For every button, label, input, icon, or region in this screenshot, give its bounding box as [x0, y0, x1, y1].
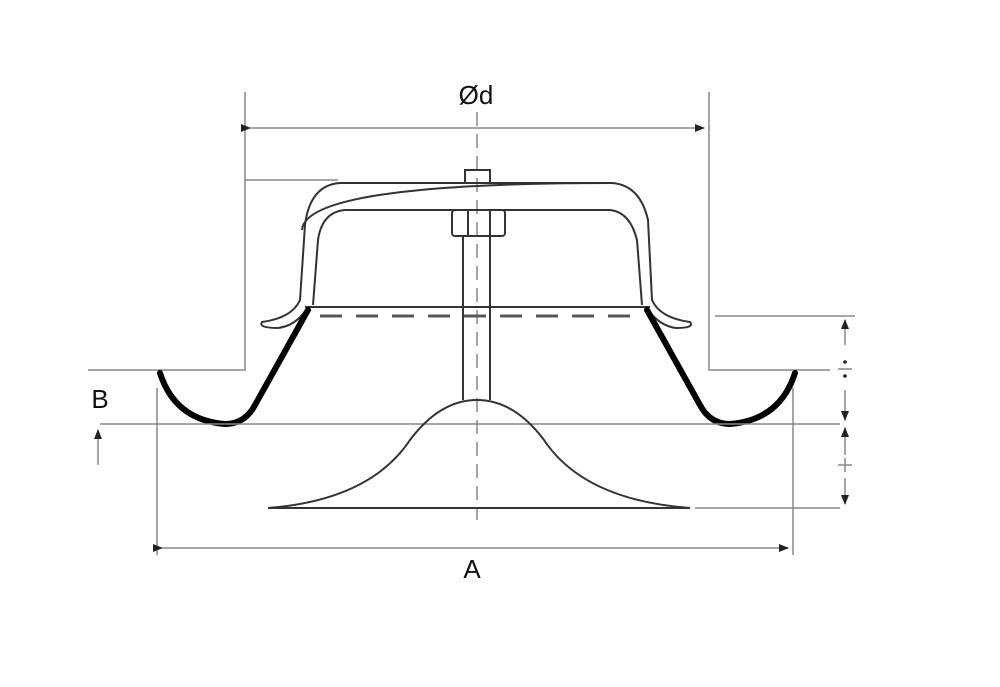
diameter-label: Ød	[459, 80, 494, 110]
nut-and-rod	[451, 169, 506, 400]
height-dimension: B	[91, 384, 109, 465]
cap-bracket	[260, 182, 692, 330]
width-dimension: A	[153, 388, 794, 584]
diameter-dimension: Ød	[241, 80, 705, 132]
right-dimensions	[715, 315, 855, 505]
height-label: B	[91, 384, 108, 414]
width-label: A	[463, 554, 481, 584]
diffuser-cone	[267, 398, 840, 509]
duct-outline	[88, 92, 830, 371]
